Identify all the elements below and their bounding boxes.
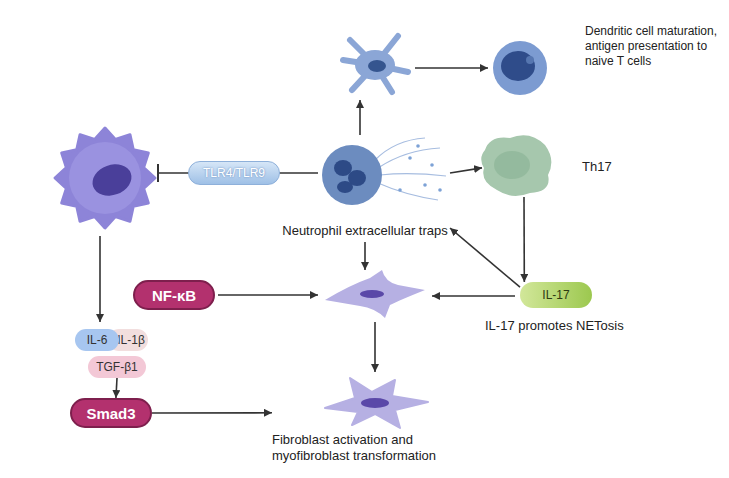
- cytokine-pill: IL-17: [520, 282, 592, 308]
- mature-dendritic-cell-nucleus: [501, 51, 535, 81]
- node-text: Fibroblast activation and myofibroblast …: [272, 405, 472, 463]
- arrow-connector: [450, 168, 482, 173]
- net-cell-node: Neutrophil extracellular traps: [280, 138, 450, 238]
- dendritic-cell-nucleus: [368, 60, 386, 72]
- arrow-line: [432, 295, 515, 297]
- node-text: Th17: [582, 159, 612, 174]
- net-granule: [408, 156, 412, 160]
- node-text: IL-6: [87, 333, 108, 347]
- net-granule: [430, 163, 434, 167]
- macrophage-body: [69, 142, 141, 214]
- arrow-line: [374, 322, 376, 372]
- node-text: TGF-β1: [96, 360, 138, 374]
- signal-pill: Smad3: [70, 398, 152, 428]
- node-text: IL-17: [542, 288, 569, 302]
- cell-granule: [526, 56, 534, 64]
- signal-pill: NF-κB: [133, 280, 215, 310]
- mature-dendritic-cell: [493, 41, 547, 95]
- arrow-line: [364, 242, 366, 270]
- th17-cell: [481, 135, 551, 196]
- arrow-line: [415, 67, 488, 69]
- myofibroblast-nucleus: [361, 398, 389, 408]
- fibroblast-cell: [325, 270, 425, 318]
- node-text: TLR4/TLR9: [203, 166, 265, 180]
- net-granule: [416, 144, 420, 148]
- outcome-text-node: Fibroblast activation and myofibroblast …: [272, 405, 472, 465]
- receptor-pill: TLR4/TLR9: [188, 161, 280, 185]
- arrow-connector: [450, 228, 520, 287]
- node-text: Neutrophil extracellular traps: [282, 223, 447, 238]
- myofibroblast-cell: [325, 378, 428, 428]
- fibroblast-nucleus: [360, 290, 384, 298]
- inhibition-bar: [157, 164, 159, 182]
- arrow-connector: [116, 378, 117, 398]
- th17-nucleus: [494, 151, 530, 179]
- net-fibers: [375, 138, 446, 200]
- net-granule: [438, 188, 442, 192]
- th17-cell-node: Th17: [482, 135, 552, 197]
- cytokine-pill: TGF-β1: [88, 356, 146, 378]
- node-text: Dendritic cell maturation, antigen prese…: [585, 24, 725, 69]
- note-text: IL-17 promotes NETosis: [485, 318, 624, 333]
- node-text: Smad3: [86, 405, 135, 422]
- macrophage-cell: [55, 128, 155, 228]
- cytokine-pill: IL-6: [75, 329, 119, 351]
- dendritic-cell-processes: [343, 36, 408, 92]
- arrow-line: [99, 236, 101, 322]
- arrow-connector: [152, 412, 272, 414]
- node-text: NF-κB: [152, 287, 196, 304]
- neutrophil-cell: [322, 145, 382, 205]
- dendritic-cell: [355, 50, 395, 80]
- arrow-line: [218, 294, 318, 296]
- neutrophil-nucleus: [334, 160, 352, 176]
- net-granule: [398, 188, 402, 192]
- net-granule: [423, 183, 427, 187]
- arrow-connector: [523, 197, 525, 282]
- neutrophil-nucleus: [337, 181, 353, 193]
- arrow-line: [359, 100, 361, 135]
- macrophage-nucleus: [88, 159, 136, 201]
- cell-description: Dendritic cell maturation, antigen prese…: [490, 10, 726, 82]
